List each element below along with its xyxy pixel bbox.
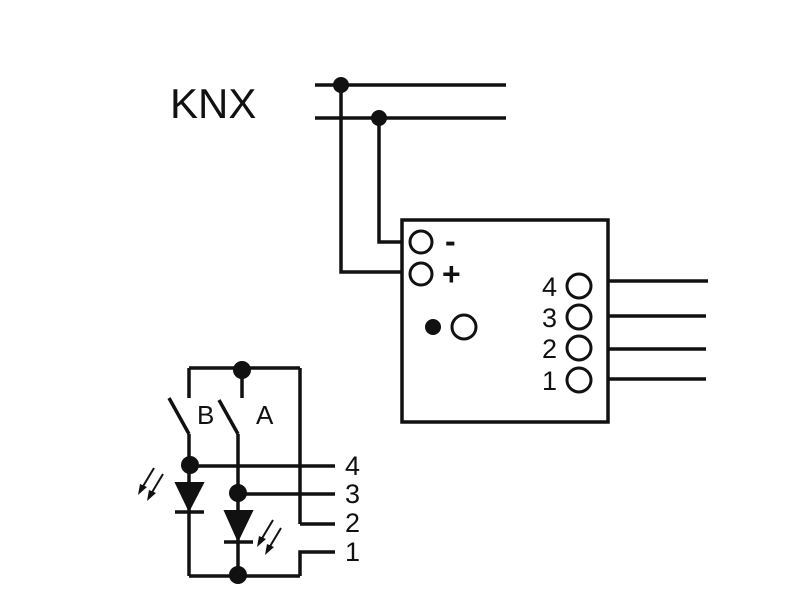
terminal-minus [408, 229, 434, 255]
channel-terminal-2 [565, 334, 593, 362]
terminal-plus [408, 261, 434, 287]
channel-terminal-4 [565, 272, 593, 300]
led-a-triangle [223, 510, 254, 543]
channel-terminal-label-2: 2 [542, 334, 557, 364]
interface-module: - + 4 3 2 1 [400, 218, 708, 424]
terminal-minus-label: - [445, 223, 456, 259]
output-line-1 [298, 550, 335, 576]
channel-terminal-1 [565, 366, 593, 394]
channel-terminal-label-4: 4 [542, 272, 557, 302]
knx-bus: KNX [170, 77, 506, 274]
channel-terminal-label-1: 1 [542, 366, 557, 396]
led-b-triangle [174, 482, 205, 513]
detail-output-label-4: 4 [345, 451, 360, 481]
switch-led-detail: B A 4 [138, 361, 360, 584]
switch-a-lever [217, 399, 240, 435]
channel-terminal-label-3: 3 [542, 303, 557, 333]
detail-output-label-3: 3 [345, 479, 360, 509]
channel-terminal-3 [565, 303, 593, 331]
led-b-light-arrows-icon [138, 467, 164, 501]
switch-a-label: A [256, 400, 274, 430]
wire-plus [339, 85, 405, 274]
wire-minus [377, 118, 405, 244]
led-a-light-arrows-icon [257, 519, 282, 555]
common-bottom-junction [229, 566, 247, 584]
detail-output-label-2: 2 [345, 508, 360, 538]
programming-led [425, 319, 441, 335]
terminal-plus-label: + [442, 256, 461, 292]
knx-label: KNX [170, 80, 256, 127]
switch-b-label: B [197, 400, 214, 430]
detail-output-label-1: 1 [345, 537, 360, 567]
programming-button [450, 313, 478, 341]
switch-b-lever [167, 397, 191, 435]
